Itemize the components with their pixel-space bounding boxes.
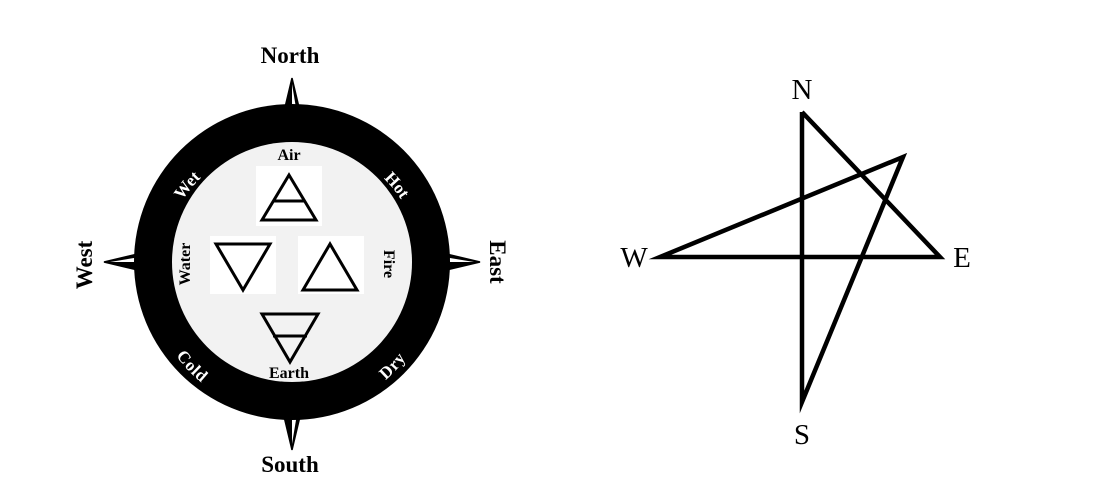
- star-outline: [648, 110, 946, 414]
- direction-west-label: West: [72, 240, 97, 289]
- star-label-e: E: [953, 242, 971, 274]
- element-air-label: Air: [277, 147, 300, 164]
- compass-rose: Wet Hot Cold Dry North South West East: [72, 43, 510, 477]
- star-label-n: N: [792, 74, 813, 106]
- water-symbol-panel: [210, 236, 276, 294]
- air-symbol-icon: [259, 172, 319, 222]
- water-symbol-icon: [213, 242, 273, 293]
- inner-disk: [172, 142, 412, 382]
- direction-east-label: East: [485, 240, 510, 284]
- element-water-label: Water: [177, 243, 194, 286]
- star-label-s: S: [794, 419, 810, 451]
- star-diagram: N E S W: [620, 74, 971, 451]
- fire-symbol-icon: [300, 241, 360, 292]
- element-earth-label: Earth: [269, 365, 309, 382]
- earth-symbol-icon: [259, 312, 321, 365]
- star-label-w: W: [620, 242, 648, 274]
- direction-south-label: South: [261, 452, 319, 477]
- element-fire-label: Fire: [380, 250, 397, 278]
- direction-north-label: North: [261, 43, 320, 68]
